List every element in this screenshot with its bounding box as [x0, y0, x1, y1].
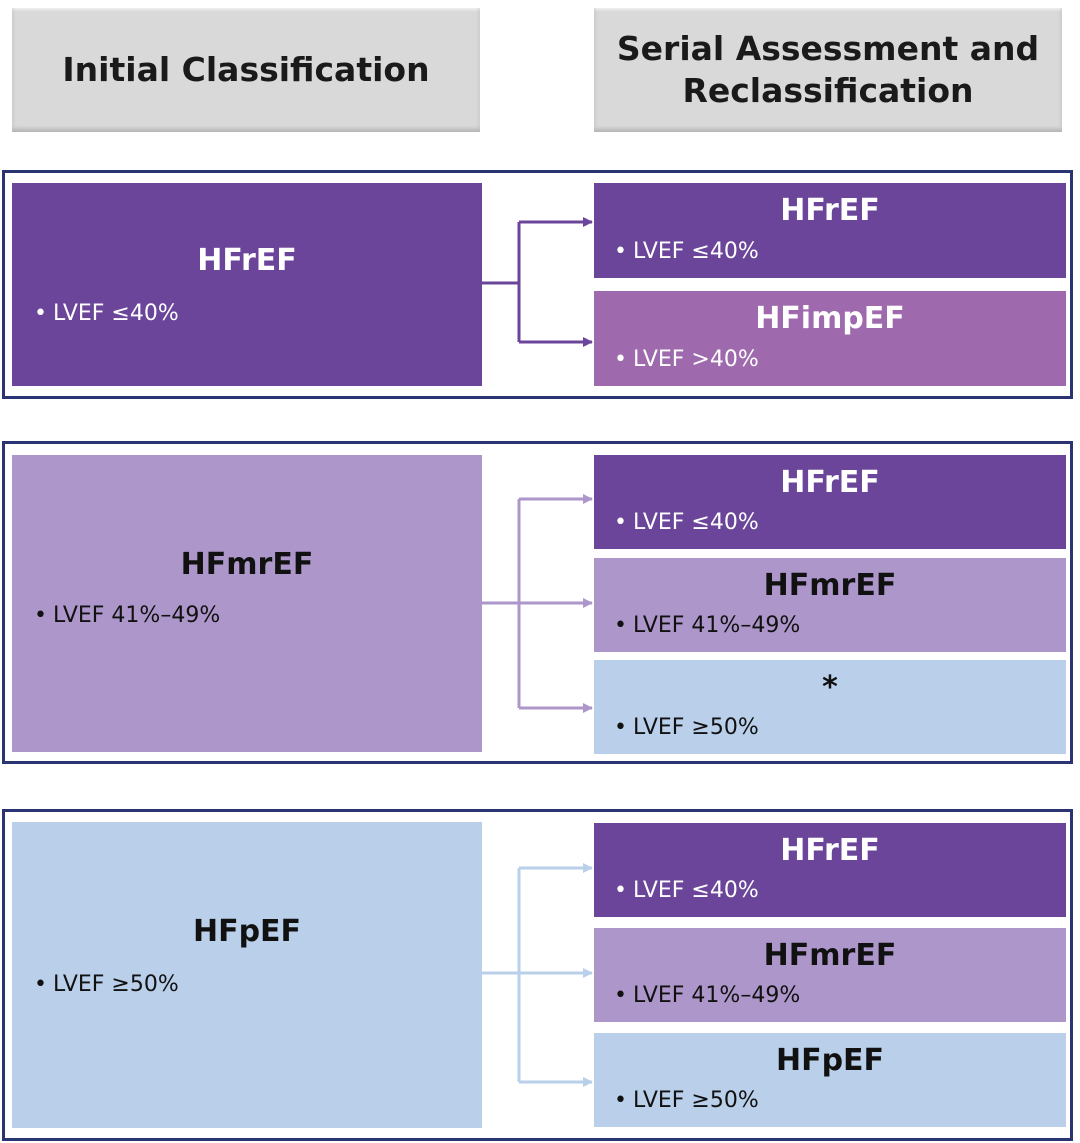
header-initial-label: Initial Classification — [62, 50, 430, 89]
outcome-bullet: •LVEF ≥50% — [614, 715, 759, 740]
outcome-title: HFimpEF — [755, 301, 905, 336]
outcome-title: HFrEF — [780, 833, 880, 868]
outcome-box-hfref: HFrEF •LVEF ≤40% — [594, 823, 1066, 917]
outcome-bullet: •LVEF 41%–49% — [614, 613, 801, 638]
outcome-box-hfimpef: HFimpEF •LVEF >40% — [594, 291, 1066, 386]
initial-title: HFmrEF — [180, 547, 314, 582]
outcome-bullet: •LVEF 41%–49% — [614, 983, 801, 1008]
outcome-title: HFmrEF — [763, 938, 897, 973]
outcome-bullet: •LVEF ≤40% — [614, 239, 759, 264]
outcome-bullet: •LVEF >40% — [614, 347, 759, 372]
initial-bullet: •LVEF 41%–49% — [34, 603, 221, 628]
outcome-title-asterisk: * — [822, 670, 838, 705]
initial-title: HFrEF — [197, 243, 297, 278]
outcome-bullet: •LVEF ≥50% — [614, 1088, 759, 1113]
header-serial-line2: Reclassification — [682, 71, 974, 110]
header-serial-line1: Serial Assessment and — [616, 29, 1040, 68]
outcome-bullet: •LVEF ≤40% — [614, 510, 759, 535]
outcome-title: HFrEF — [780, 465, 880, 500]
outcome-bullet: •LVEF ≤40% — [614, 878, 759, 903]
initial-box-hfpef: HFpEF •LVEF ≥50% — [12, 822, 482, 1128]
outcome-box-hfmref: HFmrEF •LVEF 41%–49% — [594, 928, 1066, 1022]
outcome-box-hfref: HFrEF •LVEF ≤40% — [594, 455, 1066, 549]
initial-bullet: •LVEF ≤40% — [34, 301, 179, 326]
initial-bullet: •LVEF ≥50% — [34, 972, 179, 997]
header-initial-classification: Initial Classification — [12, 8, 480, 132]
outcome-title: HFrEF — [780, 193, 880, 228]
header-serial-assessment: Serial Assessment and Reclassification — [594, 8, 1062, 132]
outcome-box-hfref: HFrEF •LVEF ≤40% — [594, 183, 1066, 278]
outcome-box-unnamed: * •LVEF ≥50% — [594, 660, 1066, 754]
initial-title: HFpEF — [192, 914, 302, 949]
outcome-box-hfpef: HFpEF •LVEF ≥50% — [594, 1033, 1066, 1127]
outcome-box-hfmref: HFmrEF •LVEF 41%–49% — [594, 558, 1066, 652]
outcome-title: HFpEF — [775, 1043, 885, 1078]
outcome-title: HFmrEF — [763, 568, 897, 603]
initial-box-hfmref: HFmrEF •LVEF 41%–49% — [12, 455, 482, 752]
initial-box-hfref: HFrEF •LVEF ≤40% — [12, 183, 482, 386]
